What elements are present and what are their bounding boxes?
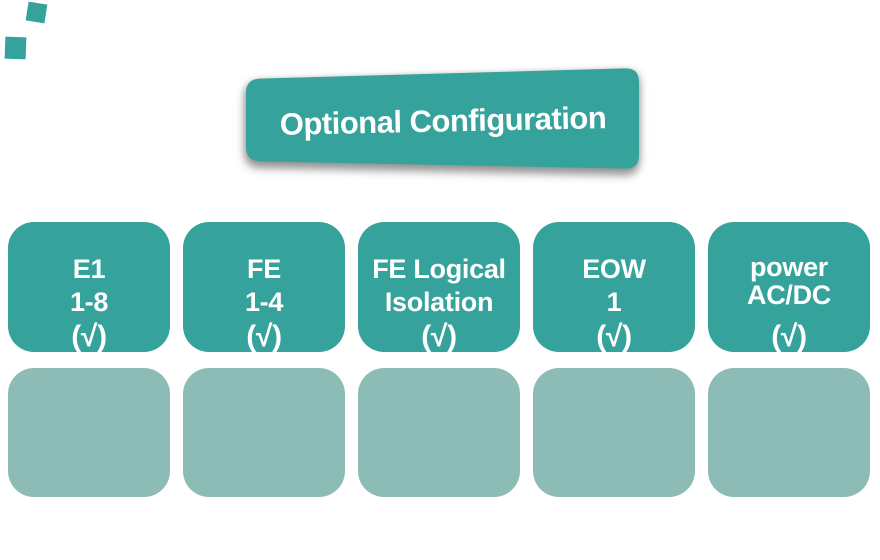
banner-title: Optional Configuration: [279, 100, 606, 142]
placeholder-card: [358, 368, 520, 497]
option-card-power: power AC/DC (√): [708, 222, 870, 353]
option-card-e1: E1 1-8 (√): [8, 222, 170, 353]
card-line: FE Logical: [372, 254, 506, 284]
placeholder-card: [183, 368, 345, 497]
banner-shape: [246, 68, 639, 169]
card-line: Isolation: [384, 287, 494, 317]
decor-square-icon: [4, 36, 27, 60]
placeholder-card: [708, 368, 870, 497]
check-mark: (√): [596, 320, 632, 353]
card-line: FE: [247, 254, 281, 284]
card-line: E1: [72, 254, 106, 284]
placeholder-card: [533, 368, 695, 497]
option-card-fe: FE 1-4 (√): [183, 222, 345, 353]
check-mark: (√): [421, 320, 457, 353]
check-mark: (√): [71, 320, 107, 353]
card-line: AC/DC: [747, 280, 831, 310]
card-line: 1-4: [244, 287, 284, 317]
placeholder-card: [8, 368, 170, 497]
decor-square-icon: [25, 1, 48, 24]
card-line: power: [749, 252, 828, 282]
check-mark: (√): [771, 320, 807, 353]
option-card-fe-logical-isolation: FE Logical Isolation (√): [358, 222, 520, 353]
option-card-eow: EOW 1 (√): [533, 222, 695, 353]
card-line: EOW: [582, 254, 646, 284]
card-line: 1: [606, 287, 622, 317]
check-mark: (√): [246, 320, 282, 353]
card-line: 1-8: [69, 287, 109, 317]
